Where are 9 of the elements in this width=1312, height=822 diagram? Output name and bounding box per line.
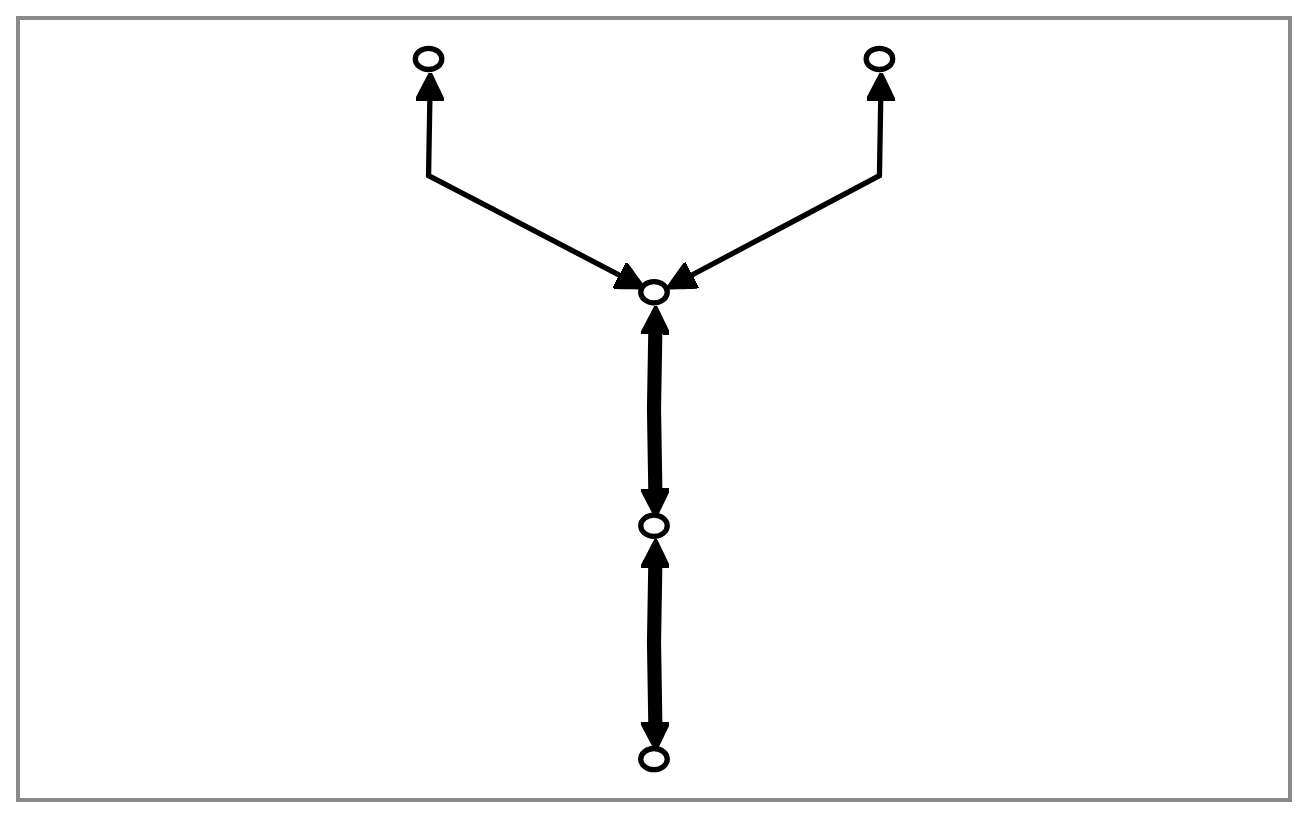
ellipse-node <box>412 45 445 73</box>
ellipse-node <box>638 279 670 306</box>
arrow <box>639 304 671 519</box>
arrow <box>414 71 646 290</box>
ellipse-node <box>863 45 896 73</box>
arrow <box>639 538 671 752</box>
ellipse-node <box>638 512 670 539</box>
ellipse-node <box>638 745 670 773</box>
arrow <box>665 71 897 290</box>
